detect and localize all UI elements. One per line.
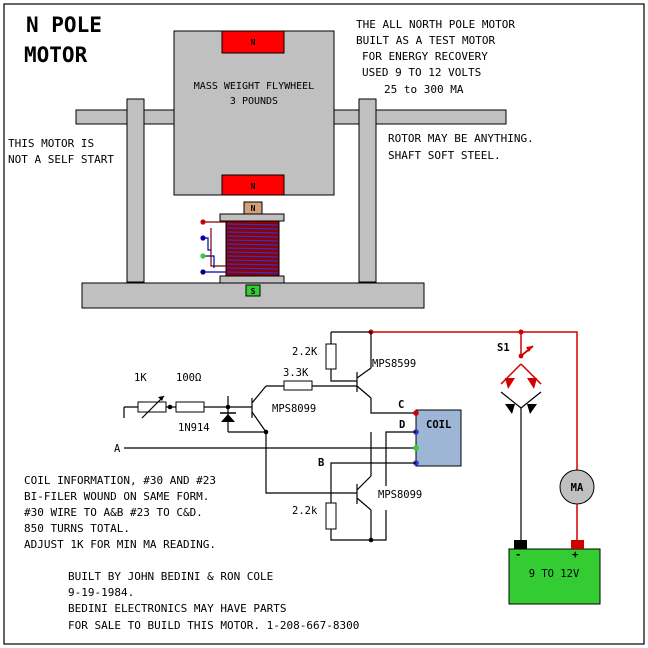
transistor-mps8599	[356, 332, 416, 414]
left-note: THIS MOTOR IS	[8, 137, 94, 150]
header-note: 25 to 300 MA	[384, 83, 464, 96]
header-notes: THE ALL NORTH POLE MOTOR BUILT AS A TEST…	[356, 18, 515, 96]
coil-info-line: #30 WIRE TO A&B #23 TO C&D.	[24, 506, 203, 519]
coil-winding	[226, 255, 279, 258]
flywheel-label-2: 3 POUNDS	[230, 96, 278, 107]
positive-rail	[371, 331, 578, 466]
right-note: SHAFT SOFT STEEL.	[388, 149, 501, 162]
credit-line: BUILT BY JOHN BEDINI & RON COLE	[68, 570, 273, 583]
top-magnet	[221, 30, 285, 54]
coil-top-pole: N	[251, 204, 256, 213]
transistor-mps8599-label: MPS8599	[372, 358, 416, 370]
resistor-3k3	[283, 380, 313, 391]
coil-information: COIL INFORMATION, #30 AND #23 BI-FILER W…	[24, 474, 216, 551]
potentiometer-1k-label: 1K	[134, 372, 147, 384]
credits: BUILT BY JOHN BEDINI & RON COLE 9-19-198…	[68, 570, 359, 632]
coil-terminal-c	[413, 410, 419, 416]
transistor-mps8099-top	[251, 385, 357, 494]
node-b-label: B	[318, 457, 324, 469]
top-magnet-pole: N	[251, 38, 256, 47]
milliammeter-label: MA	[571, 482, 584, 494]
header-note: FOR ENERGY RECOVERY	[362, 50, 488, 63]
resistor-100-label: 100Ω	[176, 372, 201, 384]
header-note: USED 9 TO 12 VOLTS	[362, 66, 481, 79]
flywheel	[173, 30, 335, 196]
left-stand	[126, 98, 145, 283]
resistor-100	[175, 401, 205, 413]
coil-info-line: 850 TURNS TOTAL.	[24, 522, 130, 535]
resistor-2k2-top	[325, 343, 337, 370]
battery-positive-terminal	[571, 540, 584, 549]
right-note: ROTOR MAY BE ANYTHING.	[388, 132, 534, 145]
resistor-2k2-bottom	[325, 502, 337, 530]
coil-info-line: ADJUST 1K FOR MIN MA READING.	[24, 538, 216, 551]
battery-plus-label: +	[572, 549, 578, 561]
transistor-mps8099-bottom-label: MPS8099	[378, 489, 422, 501]
header-note: BUILT AS A TEST MOTOR	[356, 34, 495, 47]
title-line-2: MOTOR	[24, 43, 88, 67]
diode-1n914-label: 1N914	[178, 422, 210, 434]
credit-line: FOR SALE TO BUILD THIS MOTOR. 1-208-667-…	[68, 619, 359, 632]
coil-info-line: BI-FILER WOUND ON SAME FORM.	[24, 490, 209, 503]
coil-terminal-a	[413, 445, 419, 451]
coil-box-label: COIL	[426, 419, 451, 431]
transistor-mps8099-top-label: MPS8099	[272, 403, 316, 415]
coil-winding	[226, 267, 279, 270]
coil-winding	[226, 259, 279, 262]
header-note: THE ALL NORTH POLE MOTOR	[356, 18, 515, 31]
coil-winding	[226, 227, 279, 230]
coil-winding	[226, 235, 279, 238]
coil-winding	[226, 251, 279, 254]
transistor-mps8099-bottom	[356, 432, 372, 540]
flywheel-label-1: MASS WEIGHT FLYWHEEL	[194, 81, 314, 92]
coil-winding	[226, 239, 279, 242]
diode-1n914	[220, 396, 266, 433]
node-a-label: A	[114, 443, 121, 455]
title-line-1: N POLE	[26, 13, 102, 37]
node-d-label: D	[399, 419, 405, 431]
coil-lead-terminal	[200, 253, 206, 259]
coil-winding	[226, 263, 279, 266]
coil-info-line: COIL INFORMATION, #30 AND #23	[24, 474, 216, 487]
bridge-s1	[500, 332, 542, 540]
coil-lead-terminal	[200, 269, 206, 275]
right-stand	[358, 98, 377, 283]
coil-lead-terminal	[200, 235, 206, 241]
bridge-s1-label: S1	[497, 342, 510, 354]
coil-bottom-pole: S	[251, 287, 256, 296]
resistor-2k2-top-label: 2.2K	[292, 346, 318, 358]
credit-line: BEDINI ELECTRONICS MAY HAVE PARTS	[68, 602, 287, 615]
coil-winding	[226, 243, 279, 246]
bottom-magnet	[221, 174, 285, 196]
resistor-2k2-bottom-label: 2.2k	[292, 505, 318, 517]
coil-box	[415, 409, 462, 467]
coil-winding	[226, 271, 279, 274]
node-c-label: C	[398, 399, 404, 411]
left-note: NOT A SELF START	[8, 153, 114, 166]
battery	[508, 548, 601, 605]
battery-minus-label: -	[515, 549, 521, 561]
coil-winding	[226, 247, 279, 250]
potentiometer-1k	[137, 401, 167, 413]
credit-line: 9-19-1984.	[68, 586, 134, 599]
coil-lead-terminal	[200, 219, 206, 225]
battery-negative-terminal	[514, 540, 527, 549]
drive-coil: N S	[200, 201, 285, 297]
battery-label: 9 TO 12V	[529, 568, 580, 580]
coil-winding	[226, 231, 279, 234]
coil-winding	[226, 223, 279, 226]
resistor-3k3-label: 3.3K	[283, 367, 309, 379]
bottom-magnet-pole: N	[251, 182, 256, 191]
